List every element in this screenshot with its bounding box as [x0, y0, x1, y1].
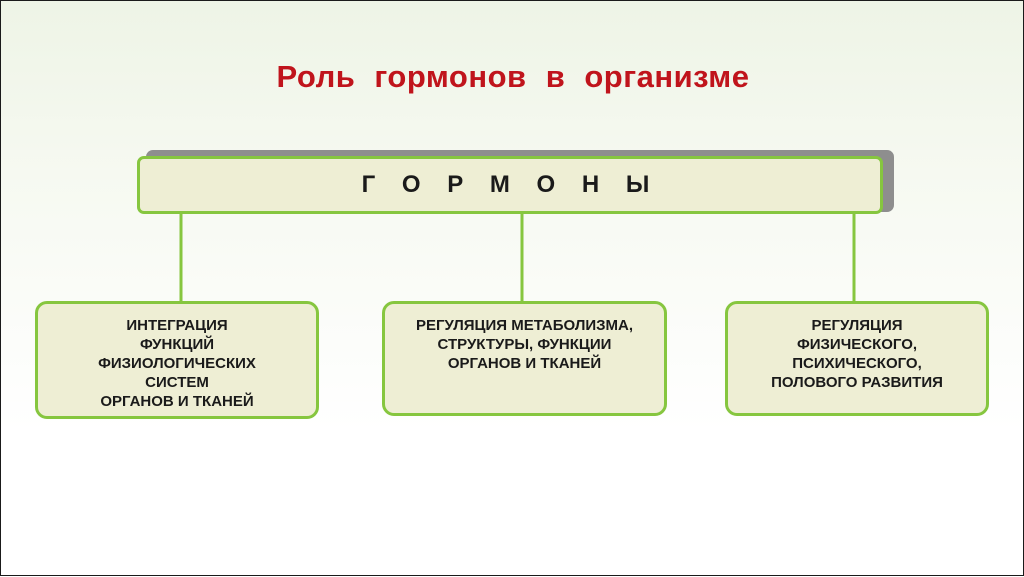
box-line: ОРГАНОВ И ТКАНЕЙ [100, 393, 254, 410]
box-line: СТРУКТУРЫ, ФУНКЦИИ [437, 336, 612, 353]
integration-box: ИНТЕГРАЦИЯ ФУНКЦИЙ ФИЗИОЛОГИЧЕСКИХ СИСТЕ… [35, 301, 319, 419]
box-line: ФИЗИЧЕСКОГО, [796, 336, 918, 353]
slide-title: Роль гормонов в организме [276, 59, 750, 94]
box-line: ФИЗИОЛОГИЧЕСКИХ [98, 355, 256, 372]
box-line: ПСИХИЧЕСКОГО, [792, 355, 922, 372]
box-line: ИНТЕГРАЦИЯ [126, 317, 228, 334]
box-line: РЕГУЛЯЦИЯ МЕТАБОЛИЗМА, [415, 317, 634, 334]
box-line: ПОЛОВОГО РАЗВИТИЯ [771, 374, 943, 391]
box-line: РЕГУЛЯЦИЯ [811, 317, 903, 334]
box-line: ФУНКЦИЙ [139, 336, 215, 353]
hormones-label: Г О Р М О Н Ы [361, 171, 659, 198]
hormones-main-box: Г О Р М О Н Ы [137, 156, 883, 214]
box-line: ОРГАНОВ И ТКАНЕЙ [447, 355, 602, 372]
box-line: СИСТЕМ [145, 374, 209, 391]
development-regulation-box: РЕГУЛЯЦИЯ ФИЗИЧЕСКОГО, ПСИХИЧЕСКОГО, ПОЛ… [725, 301, 989, 416]
metabolism-regulation-box: РЕГУЛЯЦИЯ МЕТАБОЛИЗМА, СТРУКТУРЫ, ФУНКЦИ… [382, 301, 667, 416]
